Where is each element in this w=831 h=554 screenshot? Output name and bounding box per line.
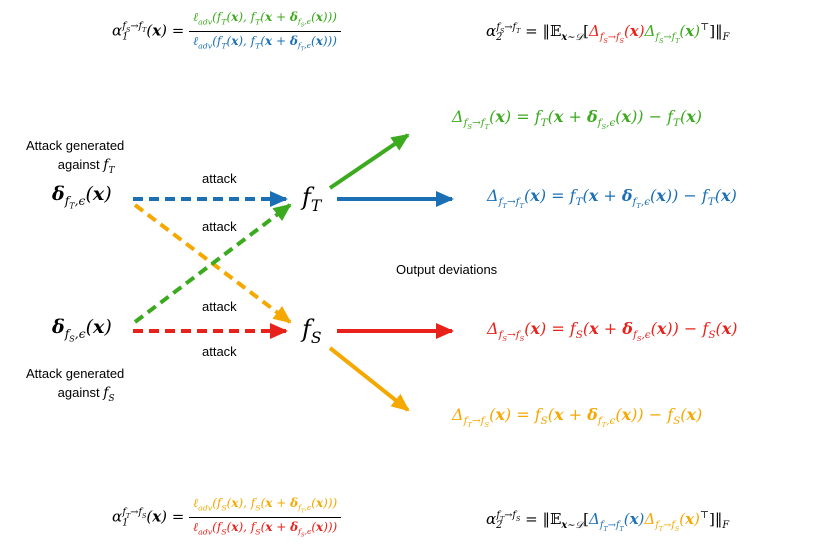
- deviation-t-to-t: ΔfT→fT(x) = fT(x + δfT,ϵ(x)) − fT(x): [487, 186, 737, 211]
- deviation-t-to-s: ΔfT→fS(x) = fS(x + δfT,ϵ(x)) − fS(x): [452, 405, 703, 430]
- caption-attack-source-line1: Attack generated: [26, 366, 125, 381]
- alpha2-s-to-t-formula: α2fS→fT = ‖𝔼x∼𝒟[ΔfS→fS(x)ΔfS→fT(x)⊤]‖F: [486, 22, 730, 45]
- attack-label-2: attack: [202, 219, 237, 234]
- caption-attack-target: Attack generated against fT: [26, 138, 125, 176]
- model-node-target-f: f: [302, 183, 311, 211]
- attack-arrow-s-to-t: [133, 203, 292, 324]
- delta-target-node: δfT,ϵ(x): [52, 183, 112, 211]
- model-node-source-sub: S: [310, 328, 322, 347]
- deviation-s-to-t: ΔfS→fT(x) = fT(x + δfS,ϵ(x)) − fT(x): [452, 107, 703, 132]
- delta-source-node: δfS,ϵ(x): [52, 316, 112, 344]
- caption-attack-target-line1: Attack generated: [26, 138, 125, 153]
- caption-attack-target-line2: against: [57, 157, 100, 172]
- model-node-source-f: f: [302, 315, 311, 343]
- attack-label-3: attack: [202, 299, 237, 314]
- model-node-target: fT: [302, 183, 321, 215]
- model-node-source: fS: [302, 315, 322, 347]
- output-arrow-s-orange: [328, 346, 410, 412]
- alpha1-s-to-t-formula: α1fS→fT(x) = ℓadv(fT(x), fT(x + δfS,ϵ(x)…: [112, 10, 341, 53]
- deviation-s-to-s: ΔfS→fS(x) = fS(x + δfS,ϵ(x)) − fS(x): [487, 319, 738, 344]
- caption-attack-source-line2: against: [57, 385, 100, 400]
- output-arrow-t-green: [328, 133, 410, 190]
- alpha2-t-to-s-formula: α2fT→fS = ‖𝔼x∼𝒟[ΔfT→fT(x)ΔfT→fS(x)⊤]‖F: [486, 510, 730, 533]
- alpha1-t-to-s-formula: α1fT→fS(x) = ℓadv(fS(x), fS(x + δfT,ϵ(x)…: [112, 496, 342, 539]
- model-node-target-sub: T: [310, 196, 322, 215]
- caption-attack-source: Attack generated against fS: [26, 366, 125, 404]
- attack-label-4: attack: [202, 344, 237, 359]
- output-deviations-label: Output deviations: [396, 262, 498, 277]
- attack-label-1: attack: [202, 171, 237, 186]
